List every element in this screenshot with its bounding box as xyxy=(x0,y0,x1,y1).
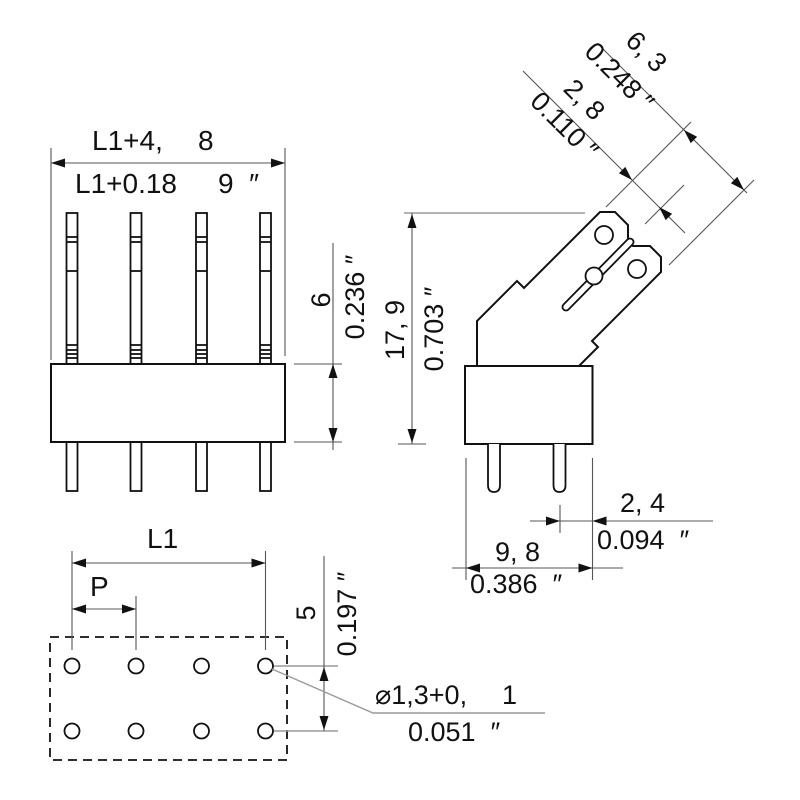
front-pin-tab-4 xyxy=(259,212,272,365)
front-view xyxy=(50,212,286,492)
dim-footprint-pitch: P xyxy=(72,571,137,650)
side-tab-silhouette xyxy=(476,211,662,367)
front-pin-tab-3 xyxy=(195,212,208,365)
dim-side-body-width-inch: 0.386 ″ xyxy=(470,569,563,599)
footprint-view xyxy=(49,636,288,761)
footprint-hole xyxy=(127,657,145,675)
footprint-hole xyxy=(257,722,274,740)
dim-side-body-width: 9, 8 0.386 ″ xyxy=(452,458,623,599)
dim-front-width-mm: L1+4, xyxy=(92,125,163,156)
footprint-hole xyxy=(127,722,145,740)
dim-footprint-rows-inch: 0.197 ″ xyxy=(332,571,362,656)
front-pin-tab-2 xyxy=(129,212,143,365)
dim-side-total-height-inch: 0.703 ″ xyxy=(419,286,449,371)
dim-side-body-width-mm: 9, 8 xyxy=(495,537,540,567)
front-body xyxy=(50,363,286,443)
footprint-hole xyxy=(193,722,210,740)
dim-front-height: 6 0.236 ″ xyxy=(294,243,370,450)
front-solder-pin-1 xyxy=(65,441,79,492)
dim-front-height-inch: 0.236 ″ xyxy=(340,254,370,339)
dim-footprint-length: L1 xyxy=(71,523,267,650)
dim-tab-span: 6, 3 0.248 ″ 2, 8 0.110 ″ xyxy=(522,25,755,266)
front-solder-pin-3 xyxy=(195,441,208,492)
side-body xyxy=(464,365,594,445)
side-tab-hole-rear xyxy=(627,259,647,279)
dim-hole-diameter-inch: 0.051 ″ xyxy=(408,717,501,747)
dim-front-height-mm: 6 xyxy=(306,292,336,307)
dim-front-width-mm2: 8 xyxy=(198,125,214,156)
footprint-hole xyxy=(63,722,81,740)
footprint-hole xyxy=(193,657,210,675)
dim-hole-diameter-mm: ⌀1,3+0, xyxy=(375,680,467,710)
front-solder-pin-4 xyxy=(259,441,272,492)
dim-footprint-rows: 5 0.197 ″ xyxy=(274,556,362,732)
side-tab-hole-front xyxy=(594,225,614,245)
side-view xyxy=(464,211,662,493)
front-solder-pin-2 xyxy=(129,441,143,492)
footprint-hole xyxy=(257,657,274,675)
footprint-outline xyxy=(49,636,288,761)
front-pin-tab-1 xyxy=(65,212,79,365)
dim-front-width-inch: L1+0.18 xyxy=(75,168,177,199)
dim-front-width-inch2: 9 ″ xyxy=(218,168,259,199)
dim-hole-diameter-mm2: 1 xyxy=(502,680,517,710)
dim-pin-offset-mm: 2, 4 xyxy=(620,488,665,518)
dim-footprint-length-label: L1 xyxy=(147,523,178,554)
dim-hole-diameter: ⌀1,3+0, 1 0.051 ″ xyxy=(271,668,545,747)
dim-side-total-height: 17, 9 0.703 ″ xyxy=(380,212,585,445)
dim-pin-offset: 2, 4 0.094 ″ xyxy=(530,458,713,580)
side-solder-pin-2 xyxy=(552,444,567,493)
dim-front-width: L1+4, 8 L1+0.18 9 ″ xyxy=(50,125,286,360)
dim-side-total-height-mm: 17, 9 xyxy=(380,300,410,360)
side-solder-pin-1 xyxy=(487,444,501,493)
side-tab-slot-hole xyxy=(584,266,604,286)
dim-footprint-rows-mm: 5 xyxy=(291,605,321,620)
dim-footprint-pitch-label: P xyxy=(90,571,109,602)
footprint-hole xyxy=(63,657,81,675)
dim-pin-offset-inch: 0.094 ″ xyxy=(597,525,690,555)
